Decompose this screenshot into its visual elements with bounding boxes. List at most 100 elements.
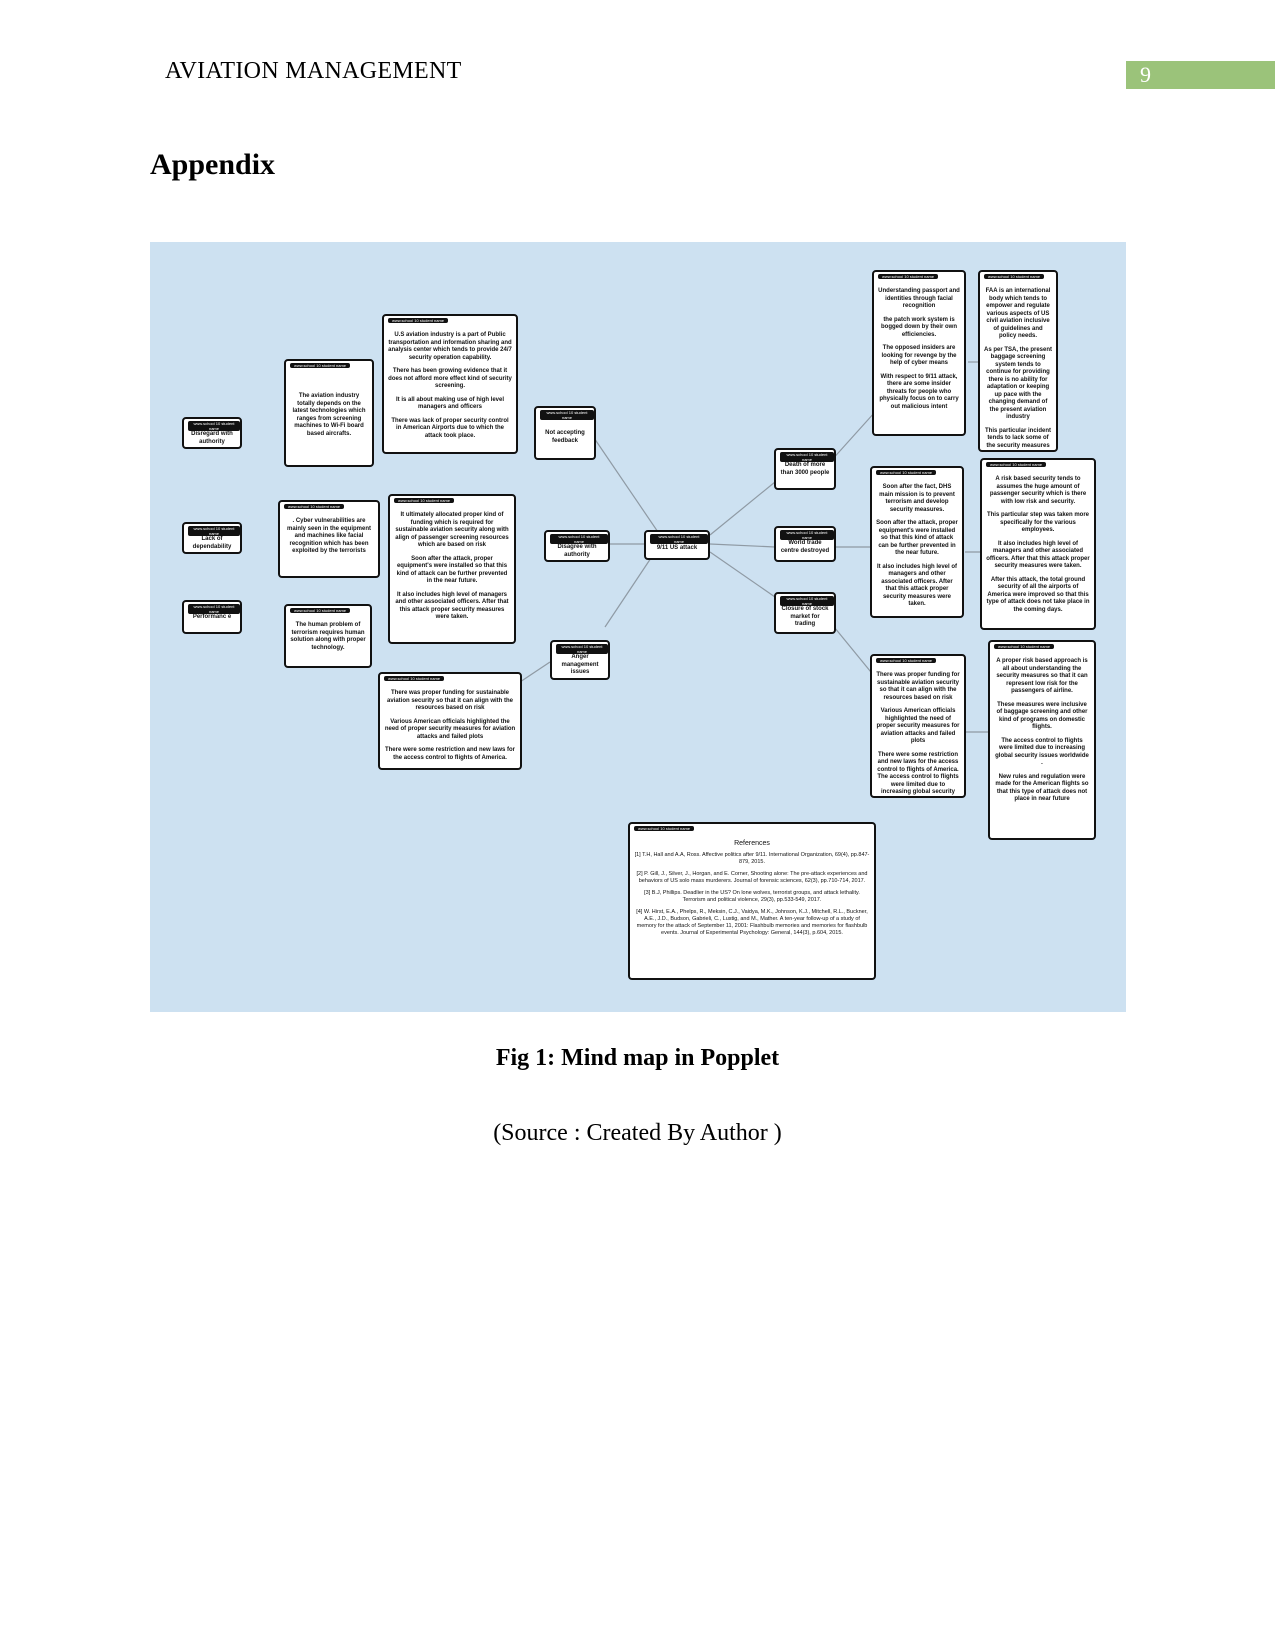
mind-map: www.school 10 student name Disregard wit…	[150, 242, 1126, 1012]
node-text: FAA is an international body which tends…	[985, 288, 1051, 339]
references-title: References	[734, 840, 770, 847]
node-dhs[interactable]: www.school 10 student name Soon after th…	[870, 466, 964, 618]
connector	[829, 621, 876, 678]
node-text: There were some restriction and new laws…	[877, 751, 959, 796]
node-text: The aviation industry totally depends on…	[292, 393, 366, 437]
node-text: The access control to flights were limit…	[995, 737, 1089, 767]
connector	[709, 543, 776, 548]
node-text: Understanding passport and identities th…	[878, 288, 960, 309]
node-text: Soon after the fact, DHS main mission is…	[879, 484, 955, 513]
node-text: These measures were inclusive of baggage…	[996, 701, 1088, 731]
node-tag: www.school 10 student name	[876, 470, 937, 475]
node-tag: www.school 10 student name	[290, 363, 351, 368]
node-text: Disregard with authority	[191, 431, 233, 445]
node-text: The human problem of terrorism requires …	[290, 622, 366, 651]
node-text: As per TSA, the present baggage screenin…	[984, 346, 1053, 421]
node-tag: www.school 10 student name	[550, 534, 608, 544]
node-text: This particular step was taken more spec…	[986, 512, 1090, 533]
node-tag: www.school 10 student name	[780, 530, 834, 540]
node-aviation-industry[interactable]: www.school 10 student name The aviation …	[284, 359, 374, 467]
node-text: It also includes high level of managers …	[876, 563, 957, 608]
figure-caption: Fig 1: Mind map in Popplet	[495, 1045, 780, 1071]
node-disregard[interactable]: www.school 10 student name Disregard wit…	[182, 417, 242, 449]
node-text: 9/11 US attack	[656, 545, 698, 551]
node-tag: www.school 10 student name	[290, 608, 351, 613]
node-tag: www.school 10 student name	[986, 462, 1047, 467]
node-tag: www.school 10 student name	[878, 274, 939, 279]
node-tag: www.school 10 student name	[876, 658, 937, 663]
node-death[interactable]: www.school 10 student name Death of more…	[774, 448, 836, 490]
reference-item: [2] P. Gill, J., Silver, J., Horgan, and…	[636, 871, 868, 884]
node-us-aviation[interactable]: www.school 10 student name U.S aviation …	[382, 314, 518, 454]
node-text: There has been growing evidence that it …	[388, 368, 512, 389]
node-tag: www.school 10 student name	[540, 410, 594, 420]
node-funding-allocated[interactable]: www.school 10 student name It ultimately…	[388, 494, 516, 644]
node-text: There were some restriction and new laws…	[384, 747, 516, 761]
node-text: New rules and regulation were made for t…	[995, 773, 1089, 803]
page-number: 9	[1126, 61, 1275, 89]
node-text: . Cyber vulnerabilities are mainly seen …	[286, 518, 372, 554]
node-text: The opposed insiders are looking for rev…	[881, 345, 957, 366]
node-center[interactable]: www.school 10 student name 9/11 US attac…	[644, 530, 710, 560]
node-funding-right[interactable]: www.school 10 student name There was pro…	[870, 654, 966, 798]
node-risk-based[interactable]: www.school 10 student name A risk based …	[980, 458, 1096, 630]
connector	[604, 551, 656, 628]
node-tag: www.school 10 student name	[556, 644, 608, 654]
node-text: Performanc e	[192, 614, 232, 620]
node-tag: www.school 10 student name	[188, 421, 240, 431]
connector	[589, 431, 661, 536]
node-text: Death of more than 3000 people	[780, 462, 830, 476]
node-text: With respect to 9/11 attack, there are s…	[879, 373, 959, 410]
node-text: Lack of dependability	[192, 536, 232, 550]
connector-lines	[519, 361, 990, 733]
node-text: World trade centre destroyed	[780, 540, 830, 554]
node-anger[interactable]: www.school 10 student name Anger managem…	[550, 640, 610, 680]
figure-source: (Source : Created By Author )	[493, 1120, 782, 1146]
node-text: Not accepting feedback	[545, 430, 585, 444]
node-tag: www.school 10 student name	[780, 596, 834, 606]
node-risk-approach[interactable]: www.school 10 student name A proper risk…	[988, 640, 1096, 840]
node-human-problem[interactable]: www.school 10 student name The human pro…	[284, 604, 372, 668]
node-text: There was proper funding for sustainable…	[876, 672, 960, 701]
node-tag: www.school 10 student name	[650, 534, 708, 544]
node-text: Closure of stock market for trading	[781, 606, 829, 627]
connector	[709, 481, 776, 536]
node-text: the patch work system is bogged down by …	[881, 316, 957, 338]
connector	[709, 551, 776, 598]
node-closure[interactable]: www.school 10 student name Closure of st…	[774, 592, 836, 634]
node-text: It also includes high level of managers …	[986, 540, 1090, 570]
reference-item: [3] B.J, Phillips. Deadlier in the US? O…	[644, 890, 860, 903]
node-funding-sustainable[interactable]: www.school 10 student name There was pro…	[378, 672, 522, 770]
node-text: It also includes high level of managers …	[395, 591, 509, 621]
node-text: There was proper funding for sustainable…	[386, 690, 514, 711]
node-text: After this attack, the total ground secu…	[986, 576, 1090, 613]
node-text: Disagree with authority	[557, 544, 597, 558]
node-performance[interactable]: www.school 10 student name Performanc e	[182, 600, 242, 634]
node-tag: www.school 10 student name	[384, 676, 445, 681]
node-text: This particular incident tends to lack s…	[984, 427, 1051, 449]
node-tag: www.school 10 student name	[780, 452, 834, 462]
node-not-accepting[interactable]: www.school 10 student name Not accepting…	[534, 406, 596, 460]
node-text: Various American officials highlighted t…	[384, 718, 516, 740]
node-disagree[interactable]: www.school 10 student name Disagree with…	[544, 530, 610, 562]
node-lack-dependability[interactable]: www.school 10 student name Lack of depen…	[182, 522, 242, 554]
node-faa[interactable]: www.school 10 student name FAA is an int…	[978, 270, 1058, 452]
node-passport[interactable]: www.school 10 student name Understanding…	[872, 270, 966, 436]
node-references[interactable]: www.school 10 student name References [1…	[628, 822, 876, 980]
node-text: Soon after the attack, proper equipment'…	[876, 520, 958, 556]
node-wtc[interactable]: www.school 10 student name World trade c…	[774, 526, 836, 562]
node-text: It is all about making use of high level…	[395, 396, 505, 411]
node-text: It ultimately allocated proper kind of f…	[395, 512, 509, 548]
node-text: U.S aviation industry is a part of Publi…	[388, 332, 512, 361]
node-text: Anger management issues	[561, 654, 599, 675]
node-tag: www.school 10 student name	[284, 504, 345, 509]
appendix-heading: Appendix	[150, 148, 276, 181]
connector	[829, 411, 876, 463]
reference-item: [4] W. Hirst, E.A., Phelps, R., Meksin, …	[636, 909, 868, 936]
node-text: Various American officials highlighted t…	[876, 708, 960, 744]
node-text: Soon after the attack, proper equipment'…	[396, 555, 508, 585]
node-cyber-vulnerabilities[interactable]: www.school 10 student name . Cyber vulne…	[278, 500, 380, 578]
reference-item: [1] T.H, Hall and A.A, Ross. Affective p…	[634, 852, 870, 865]
node-tag: www.school 10 student name	[984, 274, 1045, 279]
connector	[519, 661, 551, 683]
